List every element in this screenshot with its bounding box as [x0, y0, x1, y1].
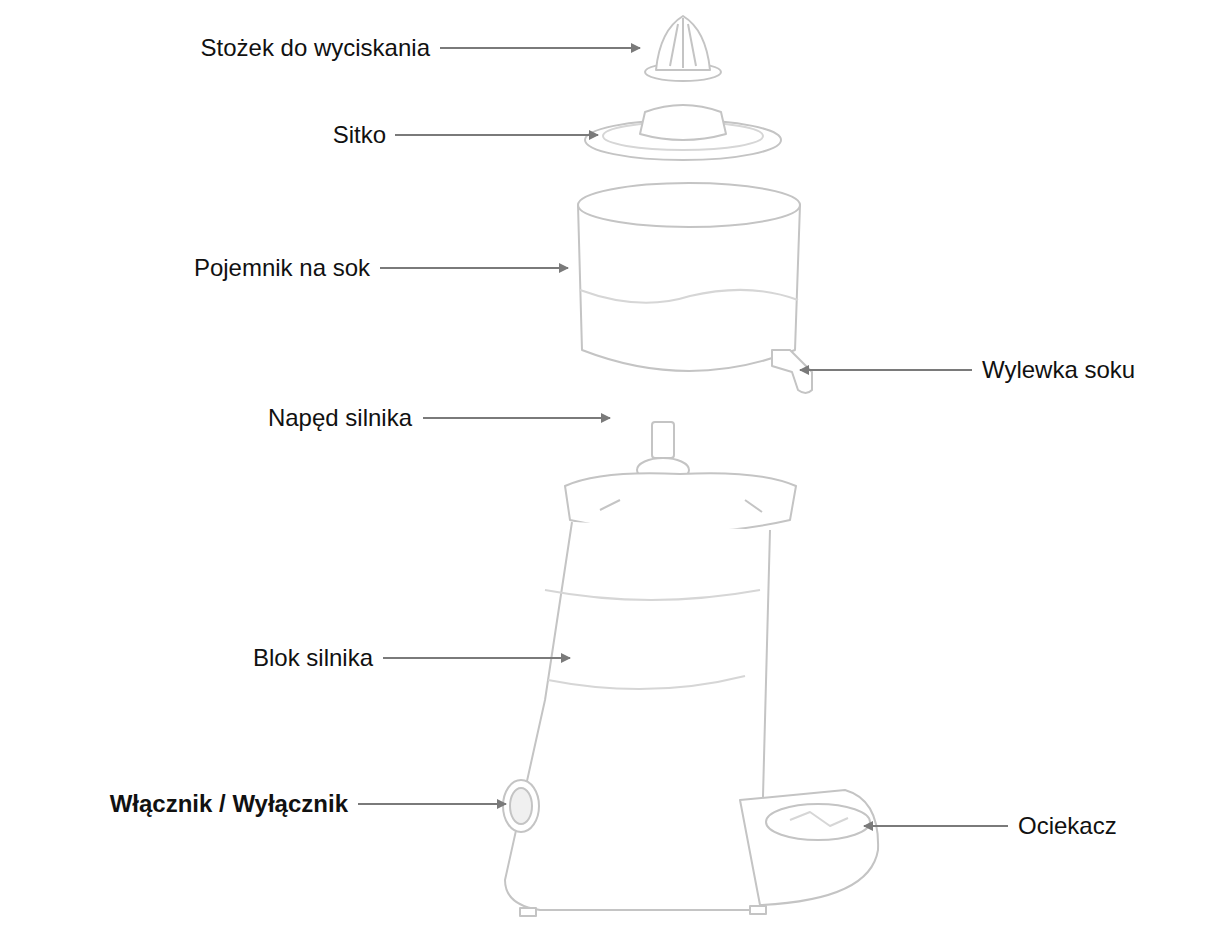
part-label: Sitko [333, 121, 386, 149]
leader-line [358, 803, 506, 805]
leader-line [864, 825, 1008, 827]
leader-line [440, 47, 640, 49]
motor-block [505, 522, 770, 910]
container-rim [578, 183, 800, 227]
drip-tray [766, 804, 870, 840]
part-label: Blok silnika [253, 644, 373, 672]
part-label: Stożek do wyciskania [201, 34, 430, 62]
part-label: Ociekacz [1018, 812, 1117, 840]
leader-line [383, 657, 570, 659]
drive-shaft [652, 422, 674, 458]
part-label: Wylewka soku [982, 356, 1135, 384]
sieve-center [640, 105, 726, 140]
motor-band [548, 676, 745, 689]
cone [656, 16, 710, 70]
switch-button [510, 788, 532, 824]
foot [520, 908, 536, 916]
part-label: Pojemnik na sok [194, 254, 370, 282]
part-label: Napęd silnika [268, 404, 412, 432]
leader-line [395, 134, 598, 136]
part-label: Włącznik / Wyłącznik [110, 790, 348, 818]
cone-ribs [670, 18, 696, 68]
leader-line [800, 369, 972, 371]
foot [750, 906, 766, 914]
switch [503, 780, 539, 832]
juice-container [578, 205, 800, 371]
motor-top-clips [600, 500, 762, 512]
leader-line [423, 417, 610, 419]
drip-tray-grid [790, 812, 848, 826]
leader-line [380, 267, 568, 269]
container-band [580, 290, 798, 303]
base-extension [740, 790, 878, 905]
motor-band [545, 590, 760, 600]
spout [772, 350, 812, 393]
